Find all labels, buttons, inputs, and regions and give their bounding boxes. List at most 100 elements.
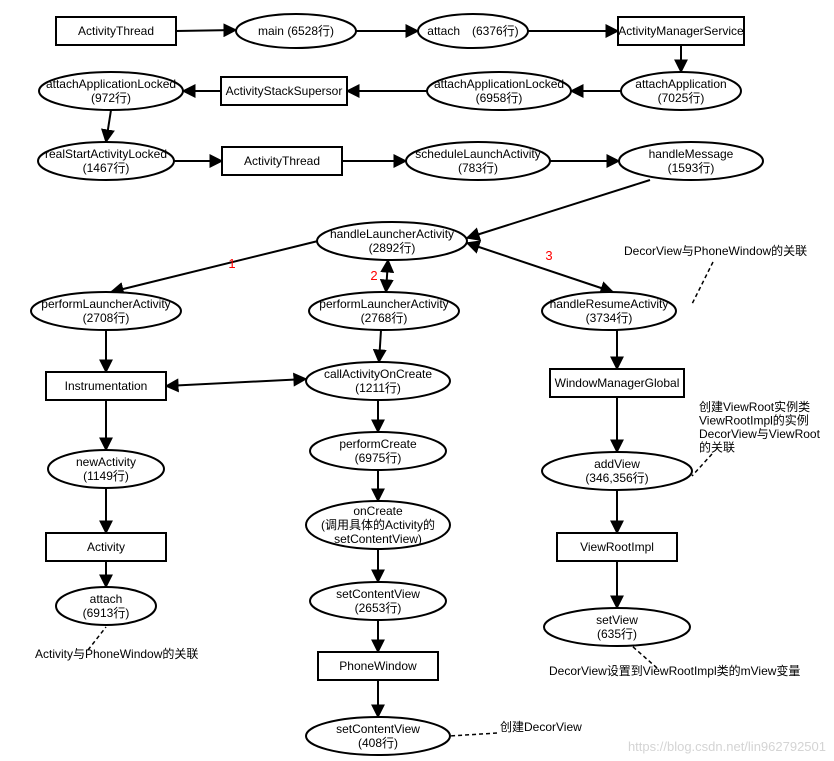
node-handle-resume: handleResumeActivity(3734行) <box>541 291 677 331</box>
node-label: (1593行) <box>668 161 715 175</box>
node-label: (2708行) <box>83 311 130 325</box>
annotation-text: 创建DecorView <box>500 720 582 734</box>
node-schedule-launch: scheduleLaunchActivity(783行) <box>405 141 551 181</box>
annotation-connector <box>691 261 714 305</box>
edge-number-label: 1 <box>228 256 235 271</box>
node-ellipse-shape <box>618 141 764 181</box>
node-label: ActivityManagerService <box>618 24 744 38</box>
annotation-text: 创建ViewRoot实例类 <box>699 399 810 414</box>
annotation-text: DecorView与ViewRoot <box>699 427 821 441</box>
node-ellipse-shape <box>541 291 677 331</box>
node-label: setContentView <box>336 722 420 736</box>
node-ellipse-shape <box>37 141 175 181</box>
node-stack-supersor: ActivityStackSupersor <box>220 76 348 106</box>
node-label: (2768行) <box>361 311 408 325</box>
node-label: (635行) <box>597 627 637 641</box>
node-box-shape <box>617 16 745 46</box>
node-set-content-view-2: setContentView(408行) <box>305 716 451 756</box>
node-ellipse-shape <box>308 291 460 331</box>
node-attach-app-locked-1: attachApplicationLocked(6958行) <box>426 71 572 111</box>
node-label: (调用具体的Activity的 <box>321 517 435 532</box>
node-ams: ActivityManagerService <box>617 16 745 46</box>
annotation-connector <box>691 453 713 477</box>
node-label: handleLauncherActivity <box>330 227 454 241</box>
node-attach-app-locked-2: attachApplicationLocked(972行) <box>38 71 184 111</box>
node-label: (1211行) <box>355 381 401 395</box>
node-label: attach <box>90 592 123 606</box>
edge-number-label: 2 <box>370 268 377 283</box>
node-ellipse-shape <box>543 607 691 647</box>
node-ellipse-shape <box>305 716 451 756</box>
node-box-shape <box>55 16 177 46</box>
node-wm-global: WindowManagerGlobal <box>549 368 685 398</box>
node-ellipse-shape <box>309 581 447 621</box>
node-label: main (6528行) <box>258 24 334 38</box>
node-label: attachApplicationLocked <box>46 77 176 91</box>
node-label: newActivity <box>76 455 136 469</box>
node-ellipse-shape <box>426 71 572 111</box>
node-ellipse-shape <box>405 141 551 181</box>
node-label: setContentView <box>336 587 420 601</box>
node-label: performLauncherActivity <box>319 297 448 311</box>
node-label: onCreate <box>353 504 403 518</box>
node-label: performCreate <box>339 437 417 451</box>
node-box-shape <box>317 651 439 681</box>
annotation-text: DecorView与PhoneWindow的关联 <box>624 243 807 258</box>
node-view-root-impl: ViewRootImpl <box>556 532 678 562</box>
edge-number-label: 3 <box>545 248 552 263</box>
node-perform-launcher-1: performLauncherActivity(2708行) <box>30 291 182 331</box>
node-label: (3734行) <box>586 311 633 325</box>
edge-perform-launcher-2-to-call-on-create <box>372 329 387 364</box>
annotation-text: ViewRootImpl的实例 <box>699 413 809 428</box>
node-label: (6975行) <box>355 451 402 465</box>
node-ellipse-shape <box>47 449 165 489</box>
node-box-shape <box>45 532 167 562</box>
node-attach-application: attachApplication(7025行) <box>620 71 742 111</box>
node-handle-message: handleMessage(1593行) <box>618 141 764 181</box>
node-label: (346,356行) <box>585 471 648 485</box>
node-phone-window: PhoneWindow <box>317 651 439 681</box>
node-ellipse-shape <box>305 500 451 550</box>
edge-handle-launcher-to-handle-resume <box>465 240 615 295</box>
node-label: handleResumeActivity <box>550 297 669 311</box>
node-box-shape <box>45 371 167 401</box>
node-ellipse-shape <box>316 221 468 261</box>
annotation-connector <box>631 645 658 669</box>
node-ellipse-shape <box>417 13 529 49</box>
node-label: attach (6376行) <box>427 24 518 38</box>
node-label: (972行) <box>91 91 131 105</box>
node-label: handleMessage <box>649 147 734 161</box>
edge-instrumentation-to-call-on-create <box>164 372 308 393</box>
node-box-shape <box>220 76 348 106</box>
node-activity-box: Activity <box>45 532 167 562</box>
node-main: main (6528行) <box>235 13 357 49</box>
node-label: setView <box>596 613 638 627</box>
node-label: (7025行) <box>658 91 705 105</box>
watermark-text: https://blog.csdn.net/lin962792501 <box>628 739 826 754</box>
node-perform-launcher-2: performLauncherActivity(2768行) <box>308 291 460 331</box>
node-ellipse-shape <box>55 586 157 626</box>
node-label: (6958行) <box>476 91 523 105</box>
node-call-on-create: callActivityOnCreate(1211行) <box>305 361 451 401</box>
node-label: addView <box>594 457 640 471</box>
node-label: ActivityStackSupersor <box>226 84 343 98</box>
node-label: attachApplicationLocked <box>434 77 564 91</box>
edge-attach-app-locked-2-to-real-start <box>101 109 115 144</box>
node-set-view: setView(635行) <box>543 607 691 647</box>
annotation-text: 的关联 <box>699 440 735 455</box>
node-attach-bottom: attach(6913行) <box>55 586 157 626</box>
node-add-view: addView(346,356行) <box>541 451 693 491</box>
node-label: (6913行) <box>83 606 130 620</box>
edge-handle-message-to-handle-launcher <box>465 179 651 241</box>
node-real-start: realStartActivityLocked(1467行) <box>37 141 175 181</box>
node-label: PhoneWindow <box>339 659 417 673</box>
node-label: Activity <box>87 540 125 554</box>
node-label: ActivityThread <box>78 24 154 38</box>
annotation-connector <box>87 626 107 651</box>
edge-handle-launcher-to-perform-launcher-2 <box>379 258 395 294</box>
node-label: performLauncherActivity <box>41 297 170 311</box>
node-label: (2653行) <box>355 601 402 615</box>
node-label: ViewRootImpl <box>580 540 654 554</box>
node-label: (408行) <box>358 736 398 750</box>
